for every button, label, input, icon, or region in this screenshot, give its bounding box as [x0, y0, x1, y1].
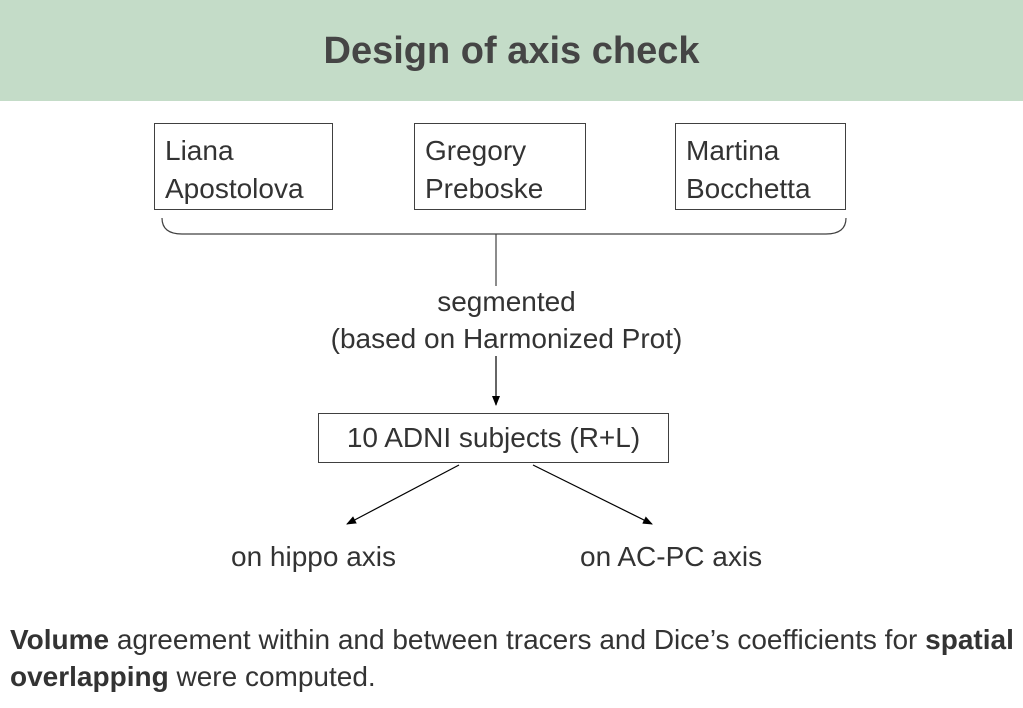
summary-text-1: agreement within and between tracers and… — [109, 624, 926, 655]
tracer-first-name: Martina — [686, 135, 780, 166]
subjects-box: 10 ADNI subjects (R+L) — [318, 413, 669, 463]
tracer-brace — [161, 217, 847, 235]
tracer-first-name: Gregory — [425, 135, 527, 166]
outcome-hippo-axis: on hippo axis — [231, 541, 397, 572]
summary-bold-spatial: spatial overlapping — [10, 624, 1014, 692]
tracer-box-preboske: Gregory Preboske — [414, 123, 586, 210]
arrow-to-hippo-axis — [346, 464, 460, 525]
tracer-first-name: Liana — [165, 135, 234, 166]
summary-text-2: were computed. — [168, 661, 376, 692]
title-banner: Design of axis check — [0, 0, 1023, 101]
summary-bold-volume: Volume — [10, 624, 110, 655]
tracer-box-apostolova: Liana Apostolova — [154, 123, 333, 210]
tracer-last-name: Bocchetta — [686, 173, 811, 204]
tracer-last-name: Preboske — [425, 173, 544, 204]
slide-title: Design of axis check — [323, 30, 700, 72]
arrow-to-acpc-axis — [532, 464, 653, 525]
tracer-box-bocchetta: Martina Bocchetta — [675, 123, 846, 210]
tracer-last-name: Apostolova — [165, 173, 304, 204]
process-label: segmented — [437, 286, 576, 317]
summary-note: Volume agreement within and between trac… — [10, 621, 1015, 695]
outcome-acpc-axis: on AC-PC axis — [580, 541, 763, 572]
process-detail: (based on Harmonized Prot) — [330, 323, 683, 354]
